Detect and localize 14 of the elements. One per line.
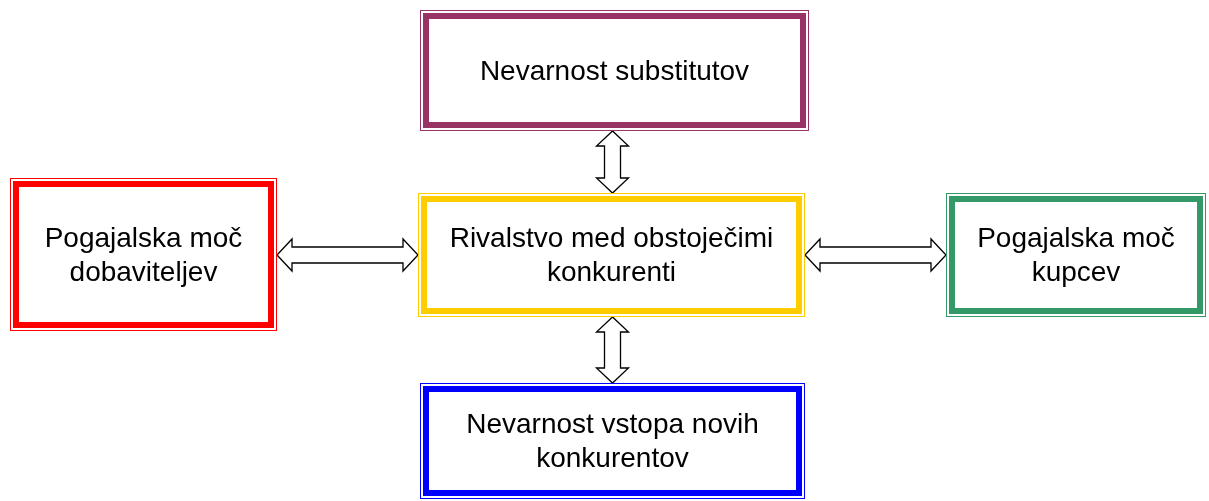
- box-label: Nevarnost vstopa novih konkurentov: [465, 407, 760, 475]
- force-box: [420, 10, 809, 131]
- double-arrow: [594, 130, 631, 194]
- force-box: [946, 193, 1206, 317]
- double-arrow: [594, 316, 631, 384]
- box-label: Pogajalska moč kupcev: [976, 221, 1176, 289]
- force-box: [10, 178, 277, 331]
- box-label: Rivalstvo med obstoječimi konkurenti: [448, 221, 775, 289]
- double-arrow: [276, 237, 419, 273]
- box-label: Nevarnost substitutov: [479, 53, 750, 88]
- force-box: [418, 193, 805, 317]
- box-label: Pogajalska moč dobaviteljev: [43, 220, 244, 289]
- force-box: [420, 383, 805, 499]
- double-arrow: [804, 237, 947, 273]
